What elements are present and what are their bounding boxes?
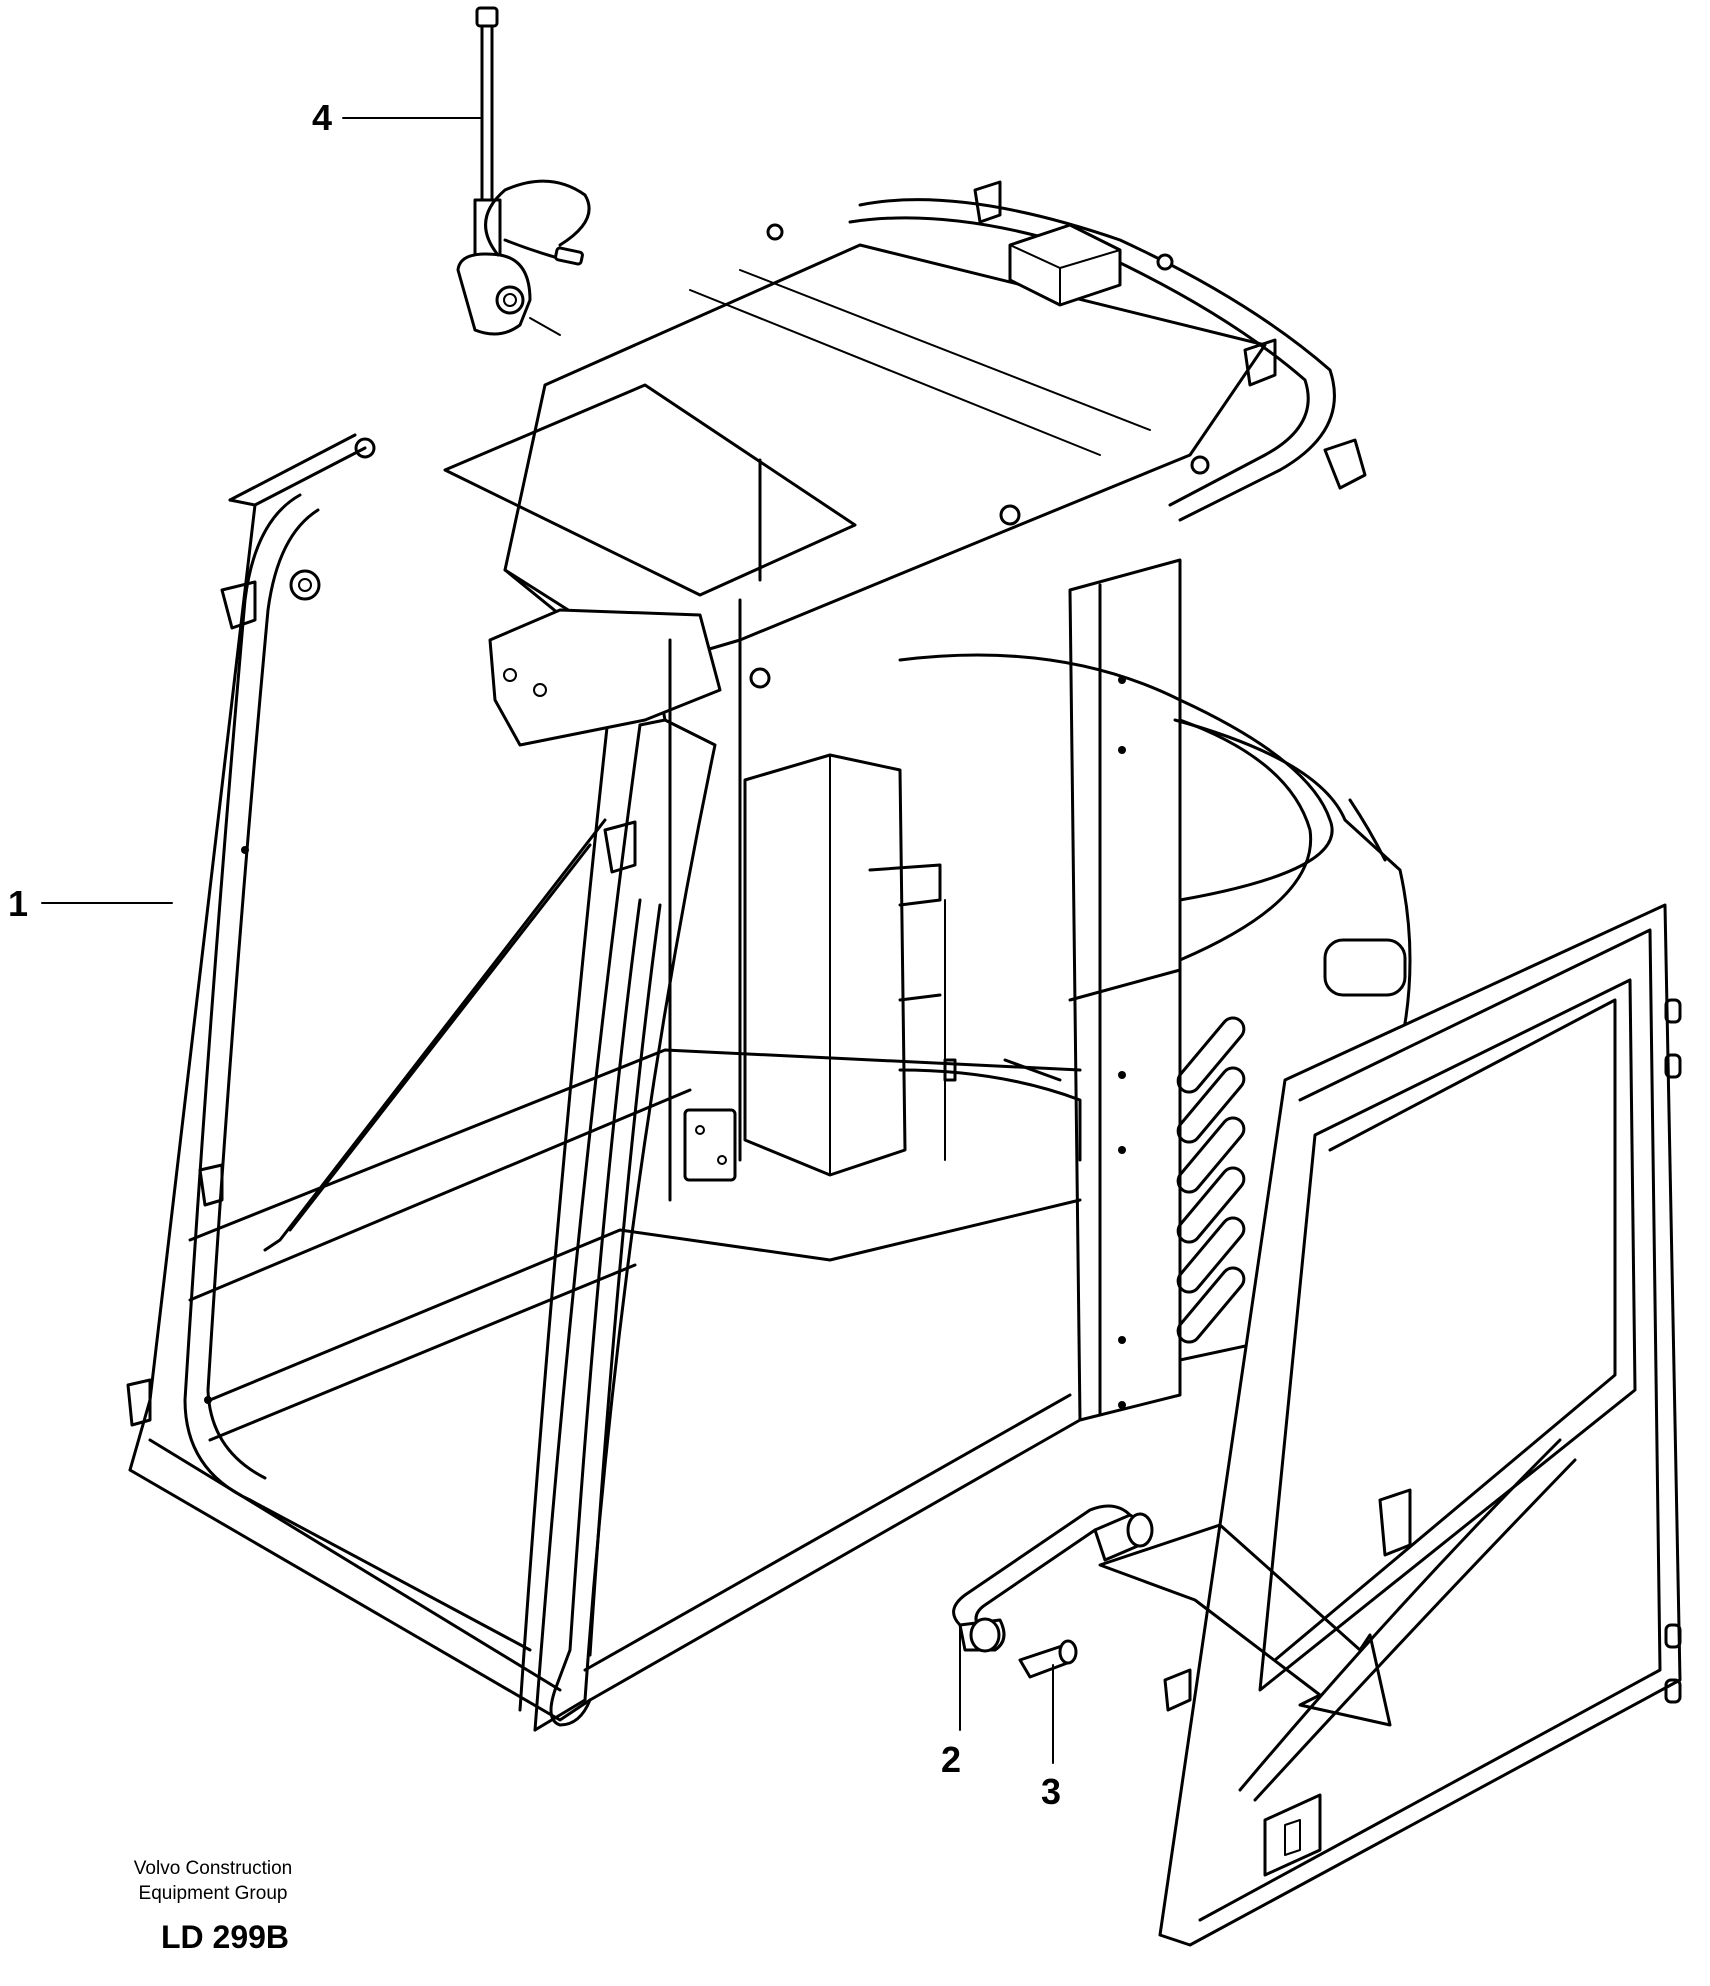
credit-line-2: Equipment Group <box>139 1883 288 1904</box>
document-id: LD 299B <box>161 1919 289 1955</box>
callout-3: 3 <box>1041 1771 1061 1812</box>
interior-structure <box>188 598 1412 1442</box>
roof-frame <box>354 180 1367 689</box>
louvre-slots <box>1176 1016 1246 1344</box>
rear-right-pillar <box>583 558 1182 1702</box>
door <box>1098 903 1682 1947</box>
credit-line-1: Volvo Construction <box>134 1858 292 1879</box>
antenna <box>456 6 591 336</box>
callout-4: 4 <box>312 97 332 138</box>
callout-1: 1 <box>8 883 28 924</box>
leader-lines <box>41 117 1054 1764</box>
front-right-pillar <box>503 568 717 1732</box>
callout-2: 2 <box>941 1739 961 1780</box>
front-left-frame <box>126 433 592 1722</box>
handle-and-screw <box>952 1504 1154 1679</box>
